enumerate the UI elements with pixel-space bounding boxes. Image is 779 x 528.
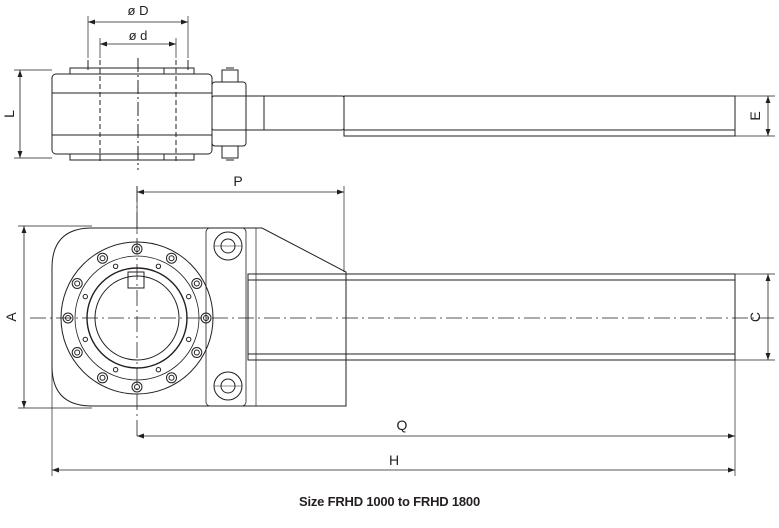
top-arm-inner [211, 95, 345, 131]
bore-inner [94, 275, 180, 361]
bolt-hole [112, 367, 119, 373]
bore-outer [86, 267, 188, 369]
bolt-hole-inner [168, 374, 175, 381]
bolt-hole-inner [134, 246, 140, 252]
bolt-hole-inner [193, 280, 200, 287]
bolt-hole [97, 372, 108, 384]
torque-arm [247, 273, 736, 361]
label-c: C [747, 312, 763, 322]
bolt-hole [62, 312, 74, 324]
label-p: P [233, 173, 242, 189]
bolt-hole-inner [203, 315, 209, 321]
bolt-hole [191, 347, 203, 358]
label-q: Q [397, 417, 408, 433]
bolt-hole-inner [168, 255, 175, 262]
bolt-hole [191, 278, 203, 289]
bolt-hole [155, 263, 162, 269]
bolt-hole [97, 252, 108, 264]
technical-drawing: ø D ø d L E P A C Q H [1, 3, 775, 476]
bolt-hole [186, 336, 192, 343]
bolt-hole [82, 336, 89, 343]
flange-circle [60, 241, 214, 395]
bolt-hole [166, 372, 177, 384]
bolt-hole [112, 263, 119, 269]
bolt-hole-inner [74, 349, 81, 356]
lug-block [205, 227, 247, 407]
bolt-hole [131, 381, 143, 393]
bolt-hole [200, 312, 212, 324]
bolt-hole [131, 243, 143, 255]
bolt-hole-inner [65, 315, 71, 321]
label-l: L [1, 110, 17, 118]
front-view [18, 186, 775, 476]
bolt-hole [186, 293, 192, 300]
housing-outline [51, 227, 347, 407]
bolt-hole-inner [99, 255, 106, 262]
bolt-hole [82, 293, 89, 300]
label-outer-diameter: ø D [128, 3, 149, 18]
top-view [14, 16, 775, 170]
label-a: A [3, 312, 19, 322]
bolt-hole [166, 252, 177, 264]
top-hub-body [51, 73, 213, 155]
label-e: E [747, 111, 763, 120]
keyway [127, 271, 145, 289]
top-arm [343, 95, 736, 137]
bolt-hole-inner [74, 280, 81, 287]
top-clevis [211, 81, 247, 147]
bolt-hole-inner [193, 349, 200, 356]
bolt-holes [62, 243, 212, 393]
label-h: H [389, 452, 399, 468]
bolt-hole [71, 278, 83, 289]
bolt-hole [155, 367, 162, 373]
drawing-caption: Size FRHD 1000 to FRHD 1800 [299, 494, 480, 509]
bolt-hole-inner [99, 374, 106, 381]
bolt-hole [71, 347, 83, 358]
label-inner-diameter: ø d [129, 28, 148, 43]
bolt-hole-inner [134, 384, 140, 390]
